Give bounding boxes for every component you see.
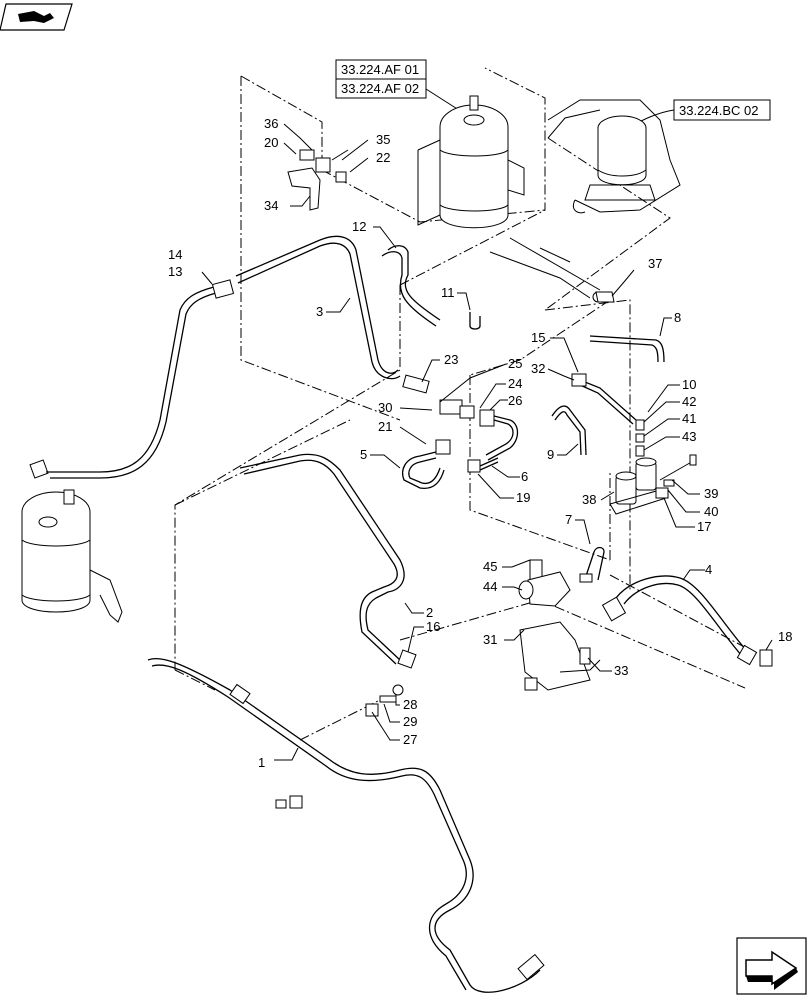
callout-4[interactable]: 4 <box>705 562 712 577</box>
callout-36[interactable]: 36 <box>264 116 278 131</box>
fittings-cluster <box>402 374 519 461</box>
callout-30[interactable]: 30 <box>378 400 392 415</box>
callout-25[interactable]: 25 <box>508 356 522 371</box>
callout-26[interactable]: 26 <box>508 393 522 408</box>
callout-2[interactable]: 2 <box>426 605 433 620</box>
callout-6[interactable]: 6 <box>521 469 528 484</box>
callout-45[interactable]: 45 <box>483 559 497 574</box>
callout-29[interactable]: 29 <box>403 714 417 729</box>
callout-33[interactable]: 33 <box>614 663 628 678</box>
callout-22[interactable]: 22 <box>376 150 390 165</box>
callout-21[interactable]: 21 <box>378 419 392 434</box>
valve-assembly <box>609 454 697 515</box>
callout-20[interactable]: 20 <box>264 135 278 150</box>
ref-af01-label: 33.224.AF 01 <box>341 62 419 77</box>
callout-31[interactable]: 31 <box>483 632 497 647</box>
callout-19[interactable]: 19 <box>516 490 530 505</box>
next-page-arrow-icon[interactable] <box>736 937 807 995</box>
callout-8[interactable]: 8 <box>674 310 681 325</box>
air-tank-lower <box>21 459 123 623</box>
callout-44[interactable]: 44 <box>483 579 497 594</box>
callout-labels: 1 2 3 4 5 6 7 8 9 10 11 12 13 14 15 16 1… <box>168 116 792 770</box>
callout-23[interactable]: 23 <box>444 352 458 367</box>
callout-35[interactable]: 35 <box>376 132 390 147</box>
ref-af02-label: 33.224.AF 02 <box>341 81 419 96</box>
callout-41[interactable]: 41 <box>682 411 696 426</box>
callout-16[interactable]: 16 <box>426 619 440 634</box>
callout-32[interactable]: 32 <box>531 361 545 376</box>
air-tank-upper <box>417 95 525 229</box>
brake-valve-assembly <box>518 559 601 691</box>
callout-11[interactable]: 11 <box>441 285 455 300</box>
callout-24[interactable]: 24 <box>508 376 522 391</box>
callout-43[interactable]: 43 <box>682 429 696 444</box>
bracket-assembly <box>287 149 349 211</box>
callout-37[interactable]: 37 <box>648 256 662 271</box>
callout-9[interactable]: 9 <box>547 447 554 462</box>
callout-17[interactable]: 17 <box>697 519 711 534</box>
callout-28[interactable]: 28 <box>403 697 417 712</box>
callout-7[interactable]: 7 <box>565 512 572 527</box>
callout-3[interactable]: 3 <box>316 304 323 319</box>
callout-1[interactable]: 1 <box>258 755 265 770</box>
callout-42[interactable]: 42 <box>682 394 696 409</box>
air-dryer-assembly <box>547 99 681 214</box>
callout-12[interactable]: 12 <box>352 219 366 234</box>
leader-lines <box>201 123 773 761</box>
callout-18[interactable]: 18 <box>778 629 792 644</box>
callout-5[interactable]: 5 <box>360 447 367 462</box>
callout-38[interactable]: 38 <box>582 492 596 507</box>
callout-15[interactable]: 15 <box>531 330 545 345</box>
ref-box-af[interactable]: 33.224.AF 01 33.224.AF 02 <box>335 59 427 99</box>
callout-40[interactable]: 40 <box>704 504 718 519</box>
callout-34[interactable]: 34 <box>264 198 278 213</box>
callout-27[interactable]: 27 <box>403 732 417 747</box>
book-icon[interactable] <box>0 3 73 31</box>
ref-bc02-label: 33.224.BC 02 <box>679 103 759 118</box>
callout-14[interactable]: 14 <box>168 247 182 262</box>
ref-box-bc[interactable]: 33.224.BC 02 <box>673 99 771 121</box>
callout-39[interactable]: 39 <box>704 486 718 501</box>
callout-10[interactable]: 10 <box>682 377 696 392</box>
callout-13[interactable]: 13 <box>168 264 182 279</box>
